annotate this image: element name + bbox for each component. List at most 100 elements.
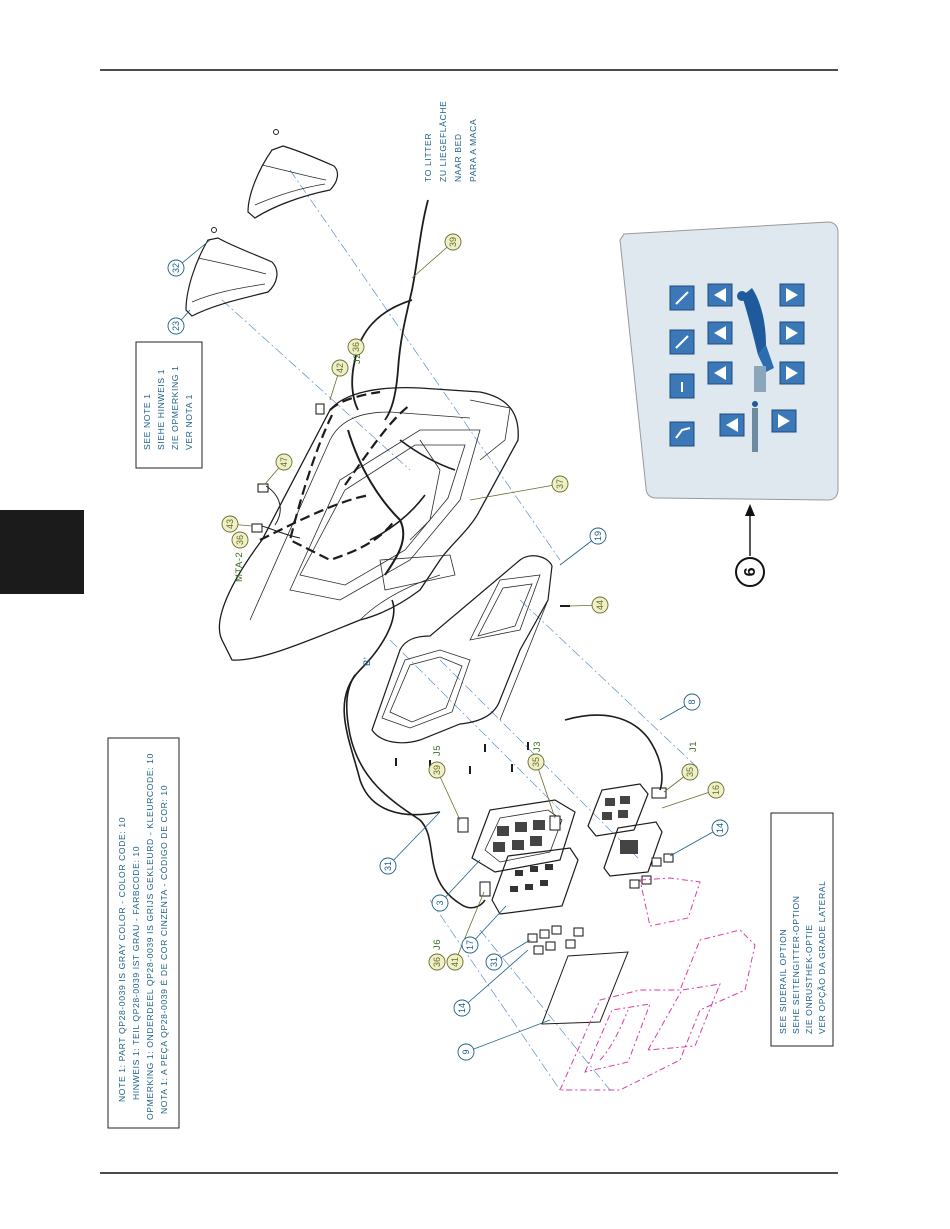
callout-number-c39b: 39 xyxy=(432,765,442,775)
back-raise-icon xyxy=(669,329,695,355)
end-cap-upper xyxy=(247,129,339,219)
note-line-4: NOTA 1: A PEÇA QP28-0039 É DE COR CINZEN… xyxy=(159,785,169,1114)
keypad-buttons xyxy=(527,853,674,955)
callout-bubble-c35b xyxy=(527,753,545,771)
callout-leader-c14b xyxy=(461,949,529,1009)
callout-number-c36b: 36 xyxy=(235,535,245,545)
note-box: NOTE 1: PART QP28-0039 IS GRAY COLOR - C… xyxy=(107,737,180,1129)
label-mta2: MTA-2 xyxy=(234,552,245,582)
callout-bubble-c39a xyxy=(444,233,462,251)
trend-position-icon xyxy=(669,421,695,447)
label-b: B' xyxy=(362,657,373,666)
see-note-line-4: VER NOTA 1 xyxy=(184,394,194,450)
callout-leader-c3 xyxy=(439,859,481,904)
callout-bubble-c37 xyxy=(551,475,569,493)
callout-number-c36a: 36 xyxy=(351,342,361,352)
callout-number-c14b: 14 xyxy=(457,1003,467,1013)
chapter-tab xyxy=(0,510,84,594)
callout-bubble-c35a xyxy=(681,763,699,781)
see-note-line-2: SIEHE HINWEIS 1 xyxy=(156,369,166,450)
callout-leader-c14a xyxy=(669,827,721,857)
callout-number-c19: 19 xyxy=(593,531,603,541)
callout-bubble-c9 xyxy=(457,1043,475,1061)
callout-number-c42: 42 xyxy=(335,363,345,373)
callout-bubble-c3 xyxy=(431,894,449,912)
bed-seat-section-icon xyxy=(758,345,774,372)
siderail-line-1: SEE SIDERAIL OPTION xyxy=(778,929,788,1034)
see-note-line-1: SEE NOTE 1 xyxy=(142,393,152,450)
callout-number-c35a: 35 xyxy=(685,767,695,777)
siderail-box: SEE SIDERAIL OPTION SEHE SEITENGITTER-OP… xyxy=(770,812,834,1047)
pcb-board-right xyxy=(587,783,649,837)
callout-leader-c31a xyxy=(387,811,441,867)
siderail-line-2: SEHE SEITENGITTER-OPTION xyxy=(791,895,801,1034)
callout-number-c41: 41 xyxy=(450,957,460,967)
pcb-board-main xyxy=(471,799,576,873)
detail-arrow: 9 xyxy=(735,504,765,587)
see-note-box: SEE NOTE 1 SIEHE HINWEIS 1 ZIE OPMERKING… xyxy=(135,341,203,469)
callout-number-c35b: 35 xyxy=(531,757,541,767)
litter-cable xyxy=(343,199,486,909)
callout-bubble-c8 xyxy=(683,693,701,711)
callout-bubble-c14a xyxy=(711,819,729,837)
callout-number-c16: 16 xyxy=(711,785,721,795)
pcb-board-lower-right xyxy=(603,821,663,877)
callout-number-c47: 47 xyxy=(279,457,289,467)
label-j1: J1 xyxy=(688,741,699,752)
callout-leader-c16 xyxy=(661,789,717,809)
callout-bubble-c32 xyxy=(167,259,185,277)
callout-bubble-c14b xyxy=(453,999,471,1017)
note-line-2: HINWEIS 1: TEIL QP28-0039 IST GRAU - FAR… xyxy=(131,846,141,1100)
centerlines xyxy=(221,169,701,1091)
callout-bubble-c36a xyxy=(347,338,365,356)
litter-line-3: NAAR BED xyxy=(453,133,463,182)
callout-number-c31a: 31 xyxy=(383,861,393,871)
callout-bubble-c36b xyxy=(231,531,249,549)
callout-bubble-c47 xyxy=(275,453,293,471)
label-j3: J3 xyxy=(532,741,543,752)
callout-number-c14a: 14 xyxy=(715,823,725,833)
callout-leader-c17 xyxy=(469,905,507,946)
overlay-label-sheet xyxy=(541,951,629,1025)
callout-number-c31b: 31 xyxy=(489,957,499,967)
connector-plugs-lower xyxy=(457,714,667,897)
callout-leader-c35b xyxy=(535,761,556,819)
height-bar-icon xyxy=(752,408,758,452)
callout-number-c43: 43 xyxy=(225,519,235,529)
callout-leader-c9 xyxy=(465,1019,551,1053)
dashed-cable-routing xyxy=(259,390,411,562)
siderail-line-3: ZIE ONRUSTHEK-OPTIE xyxy=(804,924,814,1034)
siderail-line-4: VER OPÇÃO DA GRADE LATERAL xyxy=(817,881,827,1034)
callout-bubble-c19 xyxy=(589,527,607,545)
callout-number-c37: 37 xyxy=(555,479,565,489)
bed-leg-section-icon xyxy=(754,366,766,392)
callout-number-c44: 44 xyxy=(595,600,605,610)
callout-bubble-c36c xyxy=(428,953,446,971)
callout-leader-c41 xyxy=(454,891,485,963)
bed-back-section-icon xyxy=(742,288,766,355)
note-line-1: NOTE 1: PART QP28-0039 IS GRAY COLOR - C… xyxy=(117,817,127,1102)
label-j5: J5 xyxy=(432,745,443,756)
callout-number-c23: 23 xyxy=(171,321,181,331)
pcb-board-keypad xyxy=(491,847,579,915)
control-panel-detail xyxy=(619,221,839,501)
mounting-screws xyxy=(395,605,570,774)
end-cap-lower xyxy=(185,227,278,317)
front-bezel xyxy=(371,555,553,744)
callout-bubble-c43 xyxy=(221,515,239,533)
litter-line-1: TO LITTER xyxy=(423,133,433,182)
connector-labels: J2 MTA-2 B' J5 J3 J6 J1 xyxy=(234,353,699,950)
siderail-option-outline xyxy=(559,877,756,1091)
callouts: 3223394236474336371944835161439353134117… xyxy=(167,233,729,1061)
height-dot-icon xyxy=(752,401,758,407)
callout-bubble-c17 xyxy=(461,936,479,954)
callout-number-c36c: 36 xyxy=(432,957,442,967)
head-icon xyxy=(737,291,747,301)
callout-number-c8: 8 xyxy=(687,699,697,704)
callout-bubble-c39b xyxy=(428,761,446,779)
litter-line-2: ZU LIEGEFLÄCHE xyxy=(438,101,448,182)
label-j2: J2 xyxy=(352,353,363,364)
callout-leader-c39a xyxy=(411,241,454,279)
siderail-housing xyxy=(218,386,519,661)
